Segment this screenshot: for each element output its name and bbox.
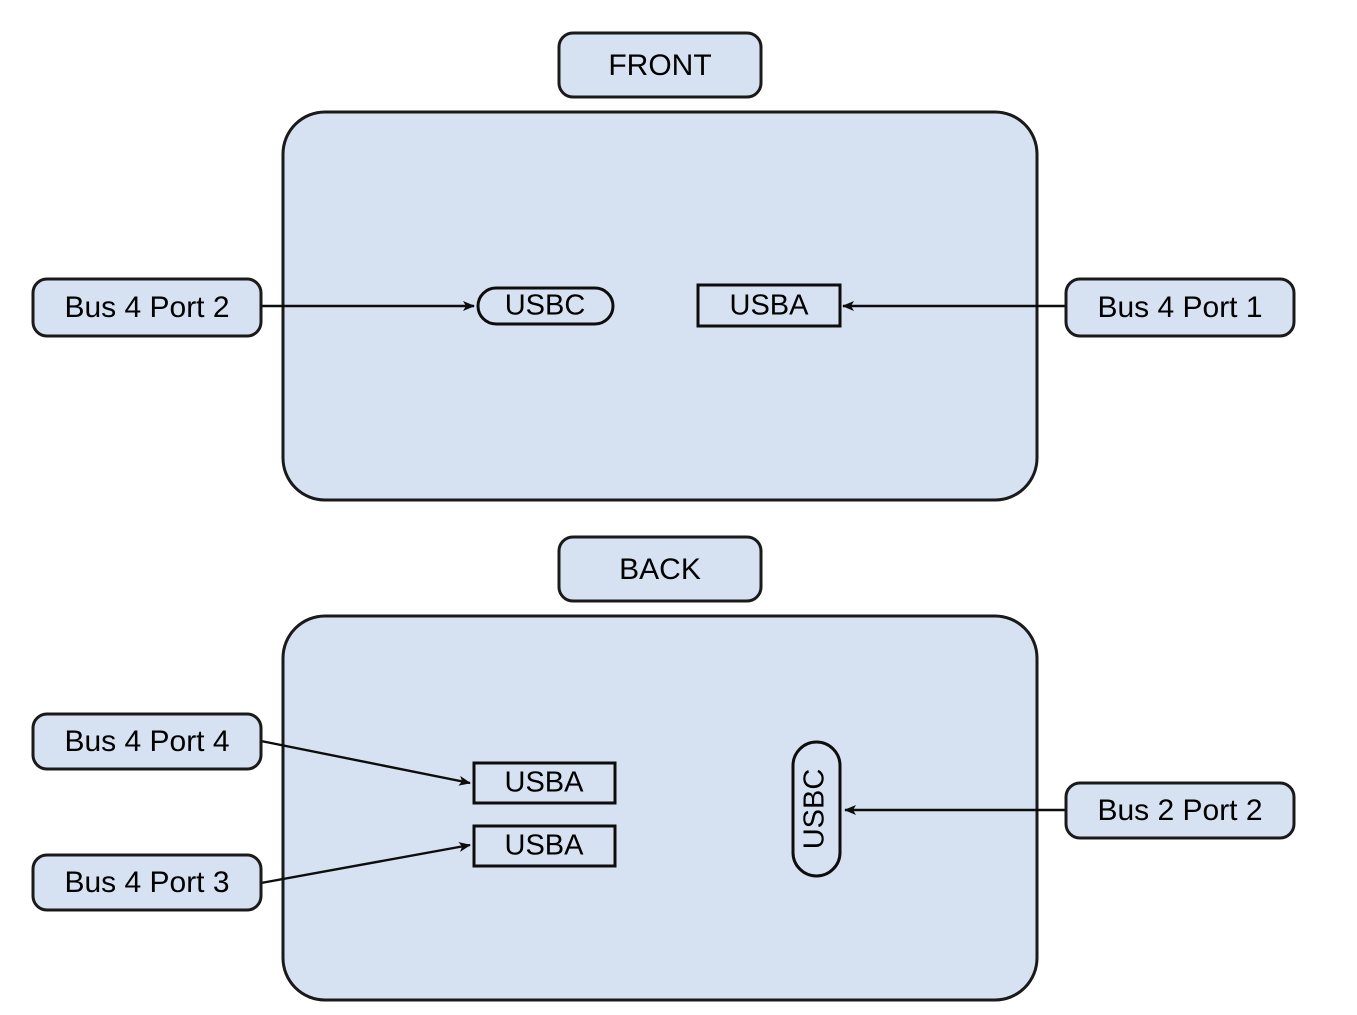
label-bus-4-port-1[interactable]: Bus 4 Port 1 [1064, 277, 1296, 338]
label-bus-4-port-1-rect [1064, 277, 1296, 338]
back-heading-label: BACK [619, 553, 701, 586]
back-device-body [281, 614, 1039, 1002]
label-bus-4-port-4-text: Bus 4 Port 4 [64, 725, 229, 758]
port-back-usba-bottom-label: USBA [505, 830, 585, 862]
port-back-usbc-shape [791, 740, 842, 878]
port-back-usba-bottom[interactable]: USBA [472, 824, 617, 868]
label-bus-4-port-1-text: Bus 4 Port 1 [1097, 291, 1262, 324]
label-bus-2-port-2[interactable]: Bus 2 Port 2 [1064, 781, 1296, 840]
label-bus-4-port-3-text: Bus 4 Port 3 [64, 866, 229, 899]
port-back-usbc[interactable]: USBC [791, 740, 842, 878]
label-bus-2-port-2-rect [1064, 781, 1296, 840]
port-front-usbc[interactable]: USBC [476, 286, 615, 326]
edge-bus4port4-to-back-usba-top [260, 739, 471, 786]
port-front-usba[interactable]: USBA [696, 283, 842, 328]
label-bus-2-port-2-text: Bus 2 Port 2 [1097, 794, 1262, 827]
port-front-usba-label: USBA [730, 290, 810, 322]
front-heading-label: FRONT [608, 49, 711, 82]
label-bus-4-port-2-rect [31, 277, 263, 338]
label-bus-4-port-2-text: Bus 4 Port 2 [64, 291, 229, 324]
port-back-usba-bottom-shape [472, 824, 617, 868]
port-back-usbc-label: USBC [799, 769, 831, 850]
port-front-usbc-label: USBC [505, 290, 586, 322]
label-bus-4-port-3[interactable]: Bus 4 Port 3 [31, 853, 263, 912]
port-back-usba-top[interactable]: USBA [472, 761, 617, 805]
back-heading-rect [557, 535, 763, 603]
back-section: BACK USBA USBA USBC [31, 535, 1296, 1002]
front-section: FRONT USBC USBA Bus 4 Port 2 [31, 31, 1296, 502]
port-back-usba-top-label: USBA [505, 767, 585, 799]
label-bus-4-port-4[interactable]: Bus 4 Port 4 [31, 712, 263, 771]
label-bus-4-port-2[interactable]: Bus 4 Port 2 [31, 277, 263, 338]
port-front-usbc-shape [476, 286, 615, 326]
front-heading-rect [557, 31, 763, 99]
port-back-usba-top-shape [472, 761, 617, 805]
label-bus-4-port-4-rect [31, 712, 263, 771]
label-bus-4-port-3-rect [31, 853, 263, 912]
front-heading-box: FRONT [557, 31, 763, 99]
back-heading-box: BACK [557, 535, 763, 603]
edge-bus4port3-to-back-usba-bottom [260, 842, 471, 885]
port-front-usba-shape [696, 283, 842, 328]
